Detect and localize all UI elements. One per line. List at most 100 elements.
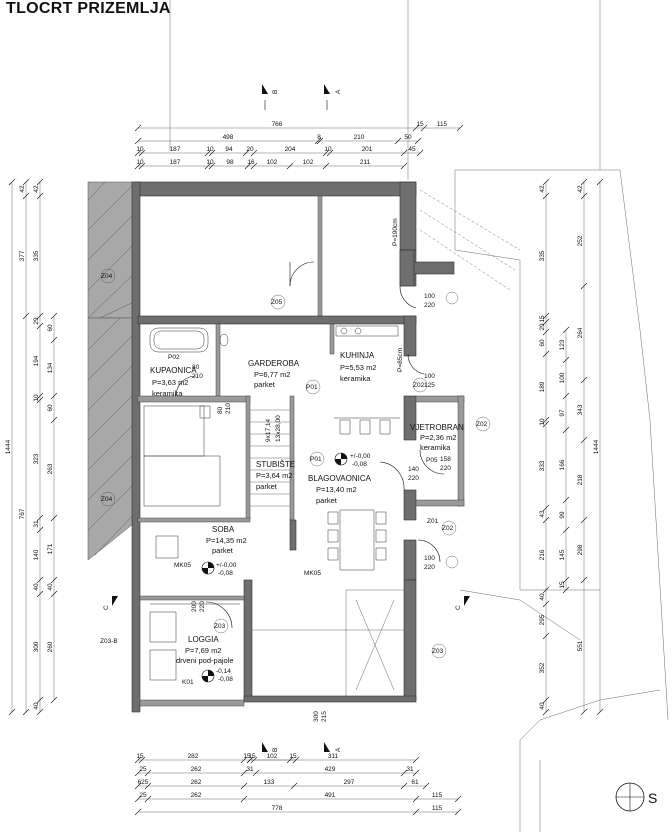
terrain-lines <box>169 0 669 832</box>
dim-top-3-tick <box>322 149 330 157</box>
dim-right-b-tick <box>542 600 550 608</box>
dim-right-a-tick <box>580 576 588 584</box>
room-floor: parket <box>316 496 338 505</box>
dim-left-c-value: 260 <box>47 641 54 652</box>
dim-top-3-value: 94 <box>225 146 233 153</box>
room-vjetrobran: VJETROBRAN P=2,36 m2 keramika <box>410 423 464 452</box>
dim-left-b-tick <box>36 576 44 584</box>
tag-p02: P02 <box>168 354 180 361</box>
dim-top-3-tick <box>204 149 212 157</box>
tag-z03: Z03 <box>432 648 444 655</box>
dim-bottom-2-tick <box>252 769 260 777</box>
dim-left-b-value: 10 <box>33 394 40 402</box>
dim-bottom-3-value: 133 <box>264 779 275 786</box>
svg-text:210: 210 <box>225 403 232 414</box>
dim-bottom-1-value: 311 <box>328 753 339 760</box>
level-value: -0,08 <box>218 570 233 577</box>
level-marker-soba: +/-0,00 -0,08 <box>201 561 237 577</box>
dim-top-4-tick <box>244 162 252 170</box>
tag-z04: Z04 <box>101 273 113 280</box>
dim-bottom-1-tick <box>240 756 248 764</box>
dim-right-b-value: 335 <box>539 250 546 261</box>
dim-top-3-value: 204 <box>285 146 296 153</box>
dim-right-b-value: 189 <box>539 381 546 392</box>
tag-mk05: MK05 <box>304 570 321 577</box>
dim-top-3-tick <box>250 149 258 157</box>
dim-left-b-tick <box>36 192 44 200</box>
dim-bottom-2-value: 25 <box>139 766 147 773</box>
dim-top-4-tick <box>138 162 146 170</box>
dim-right-a-tick <box>580 192 588 200</box>
dim-bottom-4-value: 491 <box>325 792 336 799</box>
dim-bottom-4-tick <box>134 795 142 803</box>
room-blagovaonica: BLAGOVAONICA P=13,40 m2 parket <box>308 474 372 505</box>
walls <box>131 181 465 713</box>
svg-text:P=85cm: P=85cm <box>397 348 404 372</box>
dim-left-c-tick <box>50 392 58 400</box>
dim-right-b-tick <box>542 192 550 200</box>
dim-right-b-value: 295 <box>539 614 546 625</box>
dim-left-b-value: 29 <box>33 317 40 325</box>
dim-bottom-4-value: 25 <box>139 792 147 799</box>
room-floor: parket <box>212 546 234 555</box>
dim-left-c-value: 60 <box>47 324 54 332</box>
svg-text:220: 220 <box>408 475 419 482</box>
dim-right-c-value: 145 <box>559 549 566 560</box>
dim-right-total-value: 1444 <box>593 439 600 454</box>
dim-left-c-value: 171 <box>47 543 54 554</box>
dim-right-a-value: 218 <box>577 474 584 485</box>
room-area: P=13,40 m2 <box>316 485 357 494</box>
level-value: +/-0,00 <box>350 453 371 460</box>
level-value: +/-0,00 <box>216 562 237 569</box>
dim-top-4-value: 187 <box>170 159 181 166</box>
dim-right-a-value: 343 <box>577 404 584 415</box>
dim-bottom-3-tick <box>240 782 248 790</box>
dim-left-c-value: 263 <box>47 463 54 474</box>
dim-bottom-3-value: 61 <box>411 779 419 786</box>
dim-right-a-tick <box>580 516 588 524</box>
room-area: P=3,63 m2 <box>152 378 188 387</box>
dim-left-b-value: 31 <box>33 520 40 528</box>
room-garderoba: GARDEROBA P=6,77 m2 parket <box>248 359 300 389</box>
dim-left-b-tick <box>36 322 44 330</box>
dim-bottom-1-tick <box>138 756 146 764</box>
tag-z01: Z01 <box>427 518 439 525</box>
dim-right-a-value: 264 <box>577 327 584 338</box>
dim-right-c-value: 123 <box>559 339 566 350</box>
compass-label: S <box>648 790 657 806</box>
svg-text:100: 100 <box>424 555 435 562</box>
dim-top-1-value: 766 <box>272 121 283 128</box>
dim-left-c-tick <box>50 696 58 704</box>
dim-right-c-tick <box>562 326 570 334</box>
dim-left-total-value: 1444 <box>5 439 12 454</box>
dim-top-3-value: 10 <box>206 146 214 153</box>
tag-z02: Z02 <box>476 421 488 428</box>
dim-left-b-tick <box>36 514 44 522</box>
room-kuhinja: KUHINJA P=5,53 m2 keramika <box>340 351 376 383</box>
dim-top-3-tick <box>400 149 408 157</box>
dim-right-a-value: 42 <box>577 185 584 193</box>
svg-text:220: 220 <box>424 302 435 309</box>
dim-bottom-1-value: 282 <box>188 753 199 760</box>
dim-top-3-value: 45 <box>408 146 416 153</box>
room-area: P=14,35 m2 <box>206 536 247 545</box>
dim-right-a-tick <box>580 436 588 444</box>
dim-bottom-4-tick <box>240 795 248 803</box>
dim-left-a-tick <box>22 708 30 716</box>
dim-bottom-1b-tick <box>286 756 294 764</box>
dim-right-b-tick <box>542 632 550 640</box>
dim-right-a-tick <box>580 282 588 290</box>
dim-top-1-value: 15 <box>416 121 424 128</box>
dim-bottom-2-value: 31 <box>406 766 414 773</box>
room-floor: drveni pod-pajole <box>176 656 234 665</box>
room-area: P=3,64 m2 <box>256 471 292 480</box>
dim-right-a-tick <box>580 178 588 186</box>
level-marker-vjetrobran: 158 220 <box>440 456 451 472</box>
svg-text:80: 80 <box>192 364 200 371</box>
dim-top-3-value: 10 <box>324 146 332 153</box>
dim-left-a-tick <box>22 312 30 320</box>
svg-text:B: B <box>272 90 279 94</box>
dim-left-total-tick <box>8 708 16 716</box>
dim-right-b-value: 43 <box>539 510 546 518</box>
dim-right-b-tick <box>542 178 550 186</box>
